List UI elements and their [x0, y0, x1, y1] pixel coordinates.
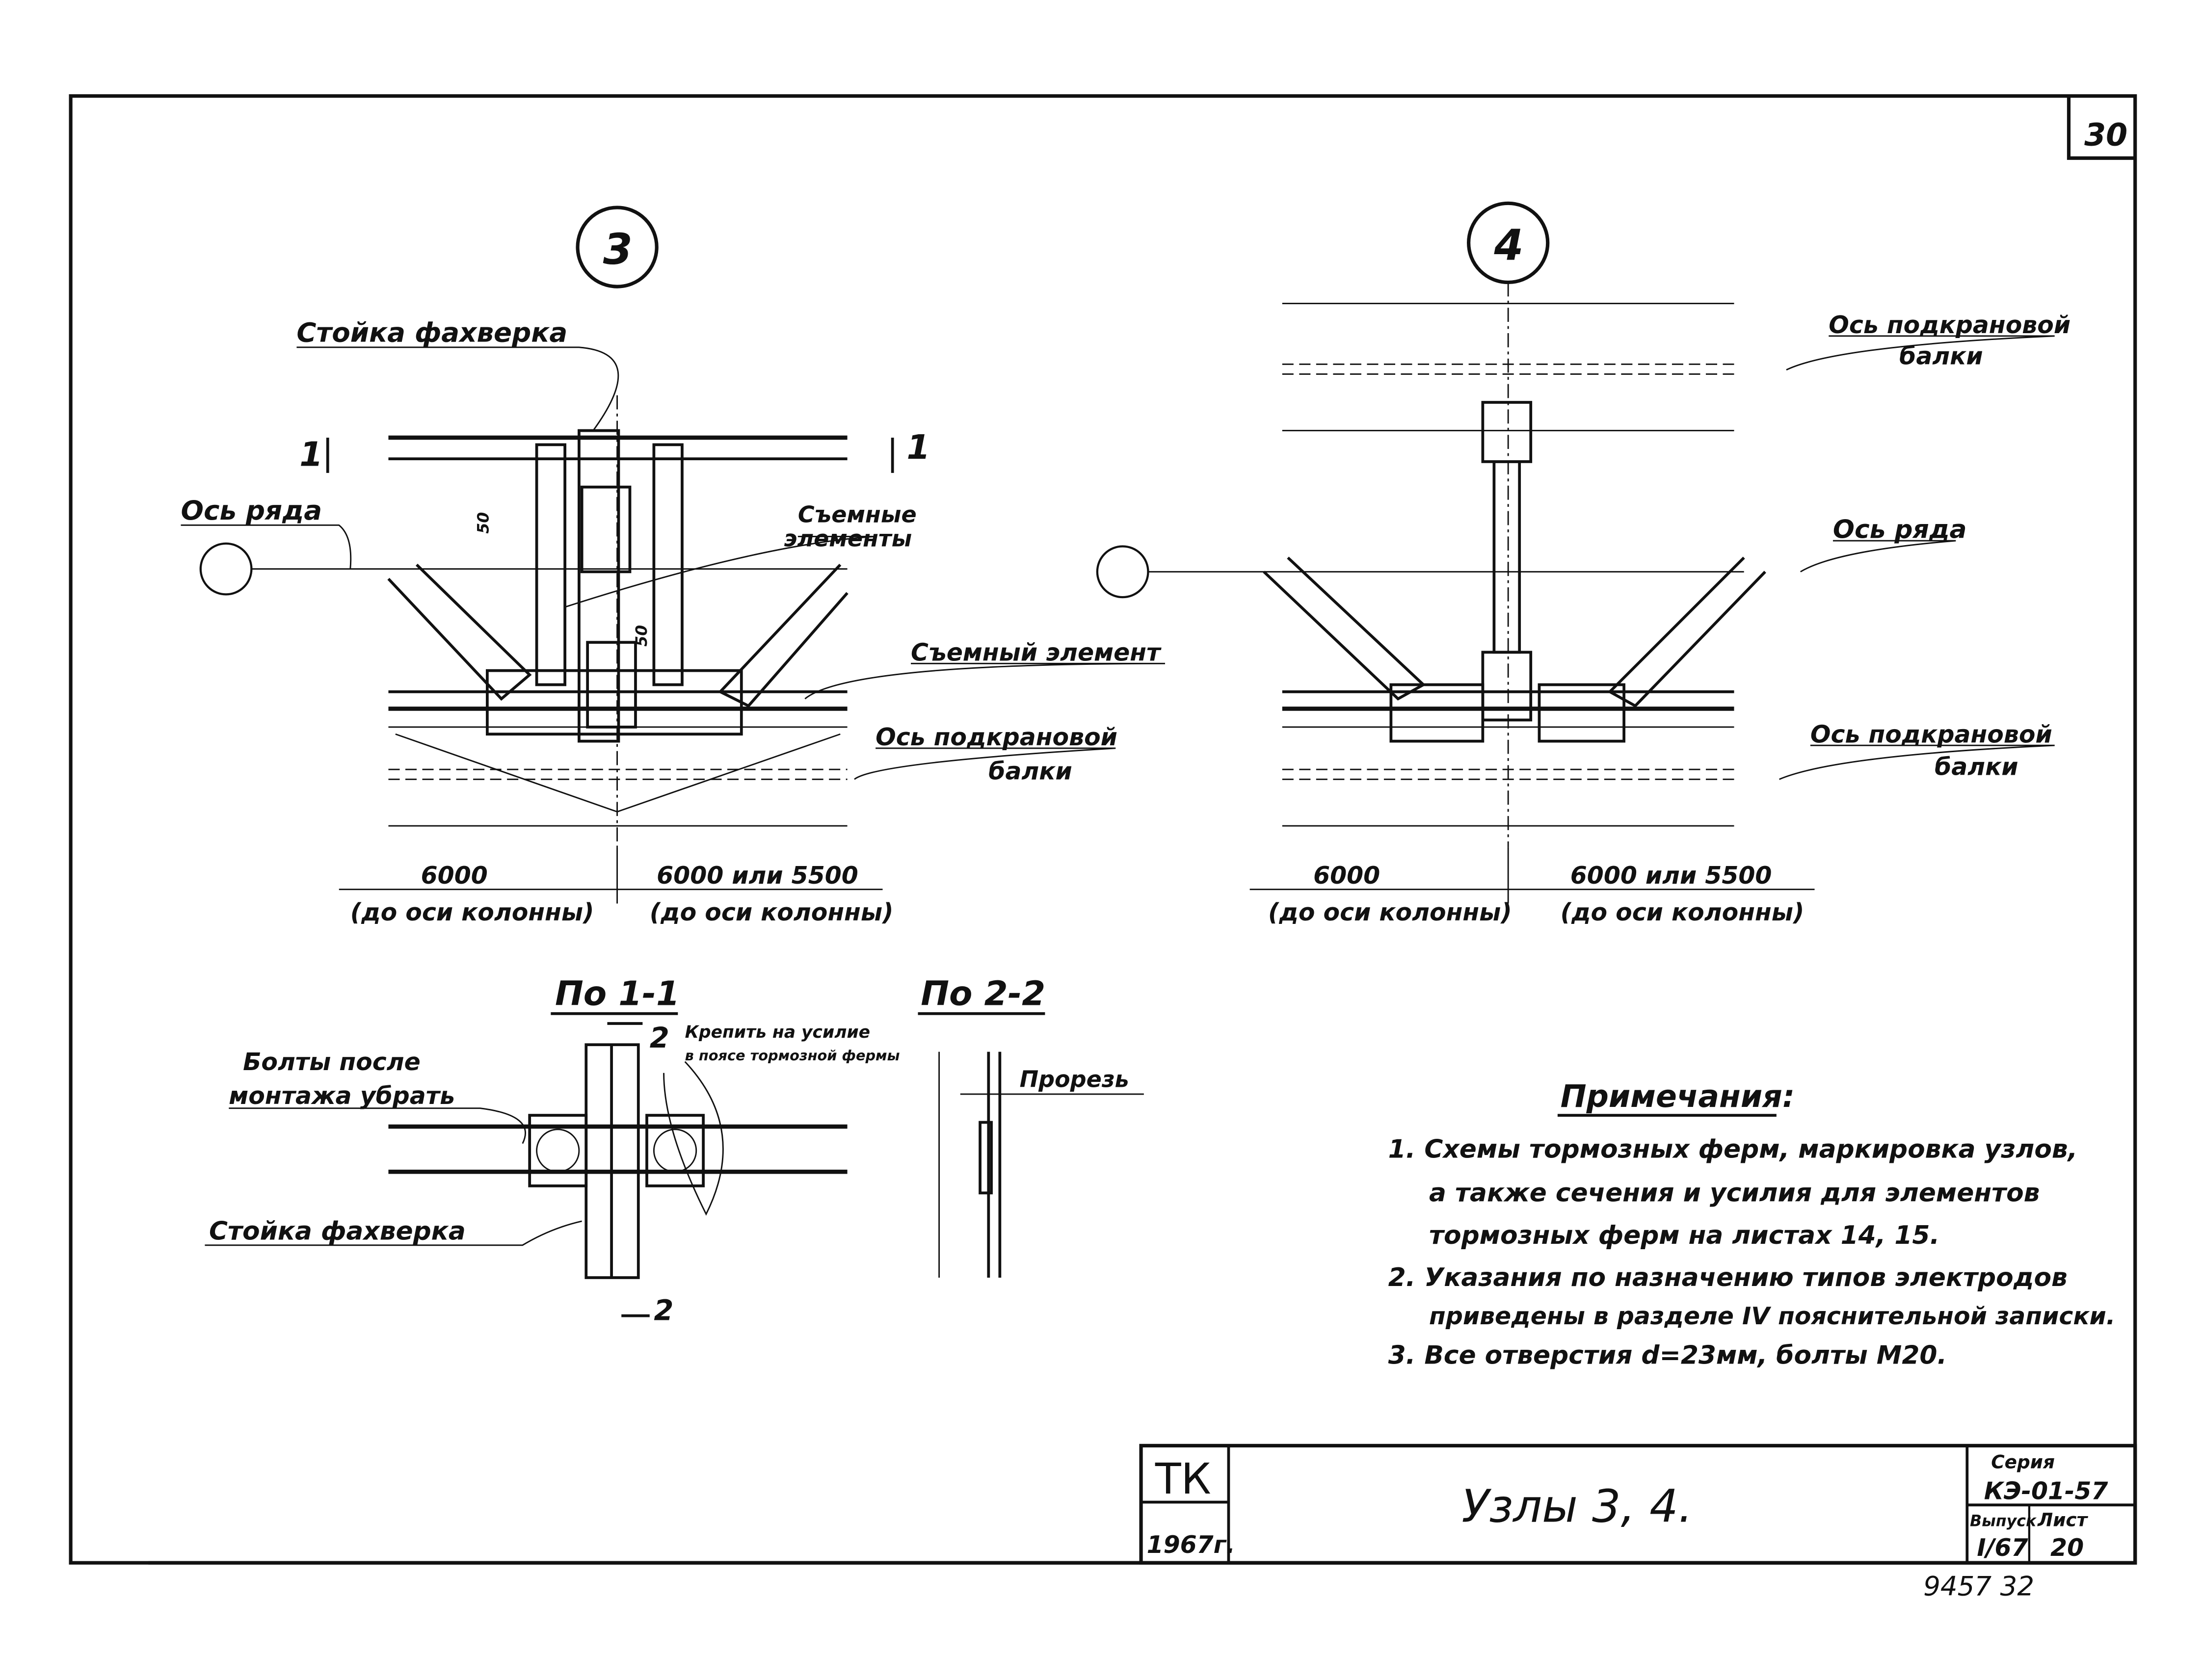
- label-crane-axis-4-2: балки: [1935, 753, 2018, 781]
- label-crane-axis-top-1: Ось подкрановой: [1829, 311, 2070, 339]
- note-1-line-2: а также сечения и усилия для элементов: [1429, 1179, 2040, 1208]
- archive-code: 9457 32: [1923, 1570, 2034, 1601]
- section-mark-2-top: 2: [650, 1022, 669, 1054]
- label-crane-axis-top-2: балки: [1899, 342, 1983, 370]
- label-removable-2: элементы: [784, 525, 912, 552]
- section-1-1-title: По 1-1: [555, 974, 680, 1014]
- issue-value: I/67: [1977, 1534, 2028, 1562]
- dim-right: 6000 или 5500: [657, 862, 858, 890]
- label-row-axis-4: Ось ряда: [1833, 515, 1967, 544]
- dim-right-note-4: (до оси колонны): [1561, 898, 1805, 926]
- title-block: ТК 1967г. Узлы 3, 4. Серия КЭ-01-57 Выпу…: [148, 1444, 2137, 1565]
- label-crane-axis-4-1: Ось подкрановой: [1810, 720, 2052, 748]
- issue-label: Выпуск: [1970, 1512, 2037, 1530]
- dim-right-4: 6000 или 5500: [1570, 862, 1772, 890]
- sheet-label: Лист: [2037, 1509, 2088, 1530]
- label-crane-axis-2: балки: [988, 757, 1072, 785]
- drawing-title: Узлы 3, 4.: [1461, 1480, 1693, 1533]
- dim-left: 6000: [421, 862, 488, 890]
- label-fasten-2: в поясе тормозной фермы: [685, 1047, 900, 1064]
- series-label: Серия: [1991, 1451, 2055, 1472]
- dim-50-a: 50: [475, 512, 493, 534]
- note-1-line-1: 1. Схемы тормозных ферм, маркировка узло…: [1388, 1134, 2078, 1164]
- node-4-number: 4: [1493, 221, 1523, 270]
- section-1-1-drawing: [205, 1012, 848, 1317]
- dim-left-note: (до оси колонны): [350, 898, 594, 926]
- label-fasten-1: Крепить на усилие: [685, 1023, 870, 1042]
- section-mark-1-right: 1: [906, 428, 930, 467]
- label-slot: Прорезь: [1020, 1066, 1129, 1093]
- series-value: КЭ-01-57: [1984, 1477, 2108, 1505]
- section-2-2-drawing: [918, 1012, 1144, 1278]
- notes: Примечания: 1. Схемы тормозных ферм, мар…: [1388, 1078, 2116, 1370]
- note-1-line-3: тормозных ферм на листах 14, 15.: [1429, 1221, 1939, 1250]
- label-row-axis: Ось ряда: [181, 495, 322, 526]
- label-crane-axis-1: Ось подкрановой: [876, 723, 1117, 751]
- node-4-drawing: 4: [1096, 201, 2055, 904]
- note-2-line-1: 2. Указания по назначению типов электрод…: [1388, 1263, 2068, 1292]
- section-2-2-title: По 2-2: [921, 974, 1045, 1014]
- page-number-box: 30: [2067, 96, 2135, 160]
- dim-left-4: 6000: [1313, 862, 1380, 890]
- node-3-number: 3: [603, 225, 633, 274]
- dim-50-b: 50: [633, 625, 651, 647]
- label-bolts-1: Болты после: [243, 1048, 421, 1076]
- label-removable-1: Съемные: [798, 501, 917, 528]
- note-3: 3. Все отверстия d=23мм, болты М20.: [1388, 1340, 1947, 1370]
- org-code: ТК: [1155, 1455, 1211, 1504]
- section-mark-1-left: 1: [299, 435, 323, 474]
- dim-left-note-4: (до оси колонны): [1268, 898, 1512, 926]
- sheet-value: 20: [2050, 1534, 2084, 1562]
- node-3-drawing: 3 1 1: [181, 206, 1165, 904]
- note-2-line-2: приведены в разделе IV пояснительной зап…: [1429, 1302, 2115, 1330]
- year: 1967г.: [1147, 1531, 1235, 1559]
- label-post-section: Стойка фахверка: [209, 1216, 466, 1246]
- label-post: Стойка фахверка: [296, 316, 567, 348]
- node-3-marker: [576, 206, 659, 289]
- dim-right-note: (до оси колонны): [650, 898, 894, 926]
- page-number: 30: [2084, 116, 2127, 153]
- label-removable-element: Съемный элемент: [911, 639, 1162, 667]
- notes-title: Примечания:: [1561, 1078, 1795, 1114]
- label-bolts-2: монтажа убрать: [229, 1082, 455, 1110]
- section-mark-2-bottom: 2: [654, 1294, 673, 1327]
